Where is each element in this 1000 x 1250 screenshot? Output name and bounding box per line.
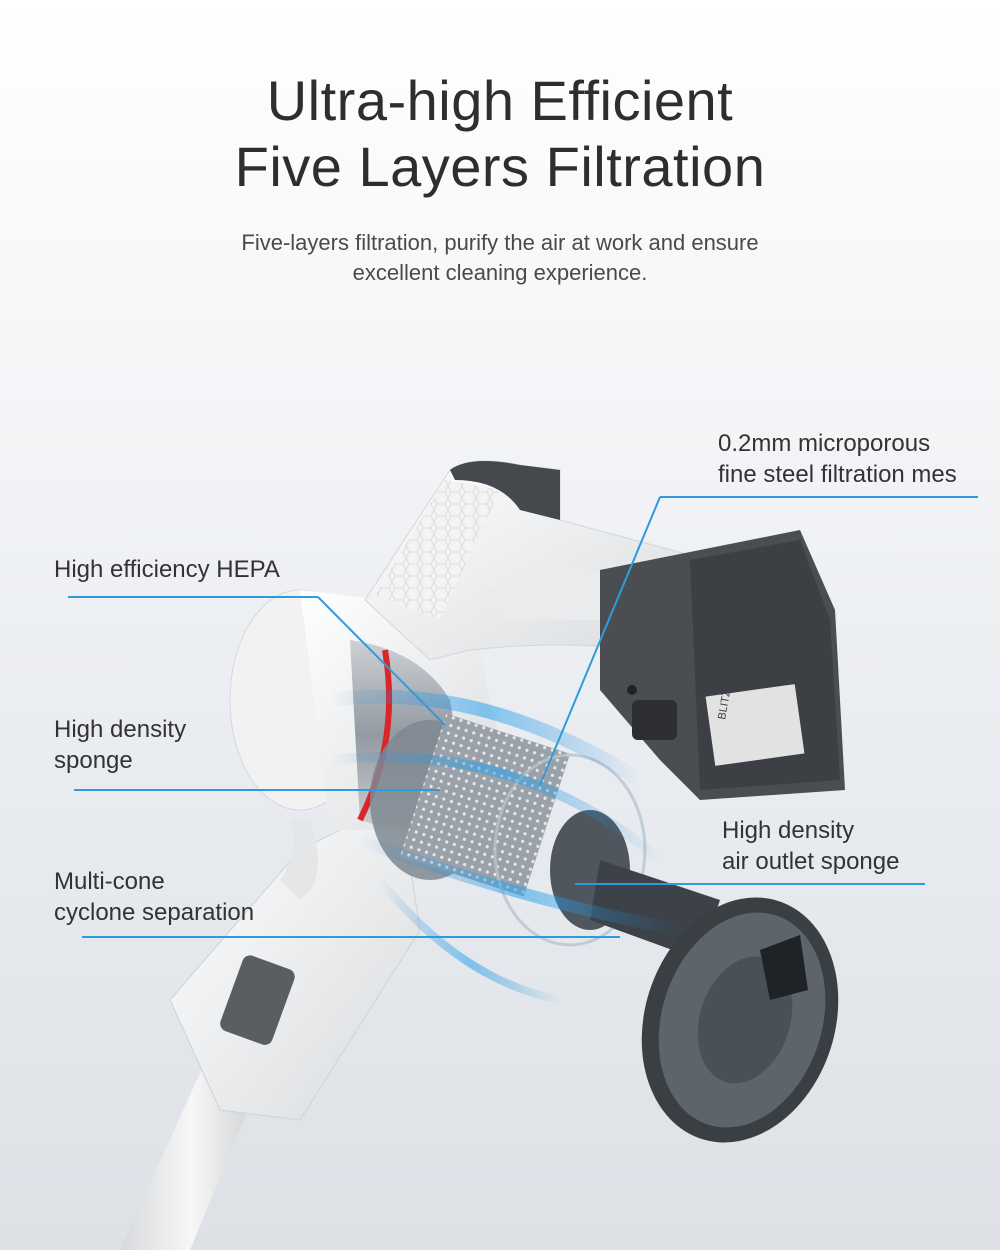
cyclone-leader-line [82, 936, 342, 938]
callout-cyclone-line-2: cyclone separation [54, 899, 255, 926]
callout-sponge: High density sponge [54, 714, 186, 776]
mesh-leader-line [660, 496, 978, 498]
callout-outlet-line-2: air outlet sponge [722, 848, 900, 875]
title-line-2: Five Layers Filtration [234, 135, 766, 198]
page-subtitle: Five-layers filtration, purify the air a… [0, 228, 1000, 288]
callout-mesh-line-2: fine steel filtration mes [718, 461, 957, 488]
subtitle-line-1: Five-layers filtration, purify the air a… [241, 230, 759, 255]
battery-pack: BLITZWOLF [600, 530, 845, 800]
callout-mesh: 0.2mm microporous fine steel filtration … [718, 428, 957, 490]
callout-outlet: High density air outlet sponge [722, 815, 899, 877]
title-line-1: Ultra-high Efficient [266, 69, 734, 132]
callout-mesh-line-1: 0.2mm microporous [718, 430, 931, 457]
sponge-leader-line [74, 789, 319, 791]
callout-sponge-line-1: High density [54, 716, 187, 743]
callout-hepa: High efficiency HEPA [54, 554, 280, 585]
callout-cyclone: Multi-cone cyclone separation [54, 866, 254, 928]
callout-sponge-line-2: sponge [54, 747, 133, 774]
callout-outlet-line-1: High density [722, 817, 855, 844]
lower-housing [169, 799, 421, 1121]
hepa-leader-line [68, 596, 318, 598]
subtitle-line-2: excellent cleaning experience. [352, 260, 648, 285]
filter-cover [641, 897, 839, 1143]
callout-hepa-text: High efficiency HEPA [54, 556, 280, 583]
callout-cyclone-line-1: Multi-cone [54, 868, 165, 895]
page-title: Ultra-high Efficient Five Layers Filtrat… [0, 68, 1000, 200]
